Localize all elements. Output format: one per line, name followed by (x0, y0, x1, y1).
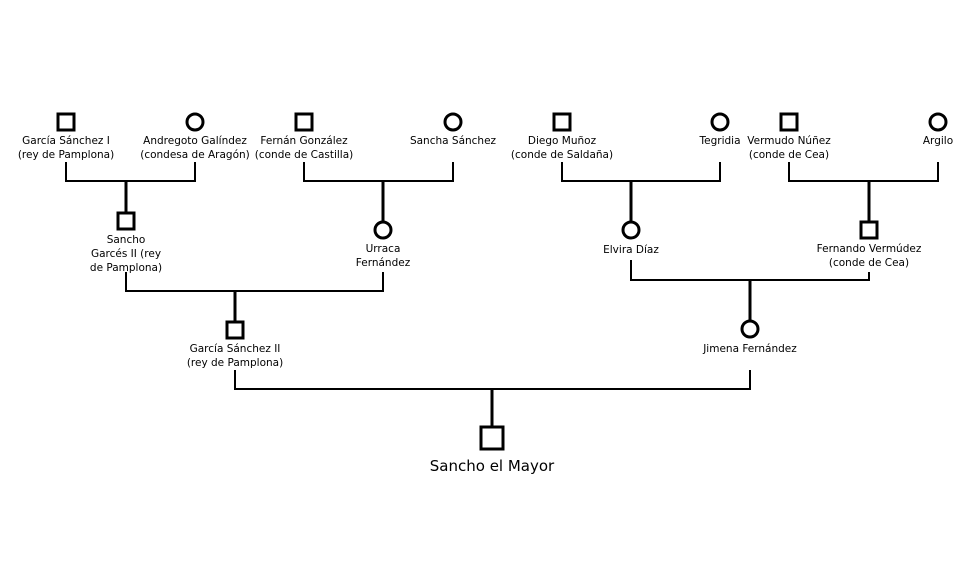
person-label-jimena: Jimena Fernández (703, 343, 797, 355)
person-label-elvira-diaz: Elvira Díaz (603, 244, 659, 256)
female-symbol-argilo (928, 112, 948, 132)
female-symbol-sancha-sanchez (443, 112, 463, 132)
male-symbol-garcia-sanchez-i (56, 112, 76, 132)
person-label-sancho-garces-ii: Sancho Garcés II (rey de Pamplona) (89, 234, 163, 274)
person-label-vermudo-nunez: Vermudo Núñez (conde de Cea) (747, 135, 831, 161)
female-symbol-tegridia (710, 112, 730, 132)
person-label-sancha-sanchez: Sancha Sánchez (409, 135, 497, 147)
person-label-fernan-gonzalez: Fernán González (conde de Castilla) (254, 135, 354, 161)
male-symbol-garcia-sanchez-ii (225, 320, 245, 340)
male-symbol-vermudo-nunez (779, 112, 799, 132)
couple-line-vermudo-argilo (788, 162, 939, 182)
female-symbol-andregoto (185, 112, 205, 132)
couple-line-fernan-sancha (303, 162, 454, 182)
couple-line-diego-tegridia (561, 162, 721, 182)
female-symbol-urraca (373, 220, 393, 240)
person-label-fernando-vermudez: Fernando Vermúdez (conde de Cea) (816, 243, 922, 269)
person-label-argilo: Argilo (922, 135, 954, 147)
female-symbol-jimena (740, 319, 760, 339)
male-symbol-diego-munoz (552, 112, 572, 132)
person-label-diego-munoz: Diego Muñoz (conde de Saldaña) (510, 135, 614, 161)
male-symbol-sancho-el-mayor (479, 425, 505, 451)
connector-lines (65, 162, 939, 427)
female-symbol-elvira-diaz (621, 220, 641, 240)
person-label-sancho-el-mayor: Sancho el Mayor (429, 457, 555, 475)
couple-line-sancho-urraca (125, 272, 384, 292)
male-symbol-sancho-garces-ii (116, 211, 136, 231)
couple-line-garcia-jimena (234, 370, 751, 390)
couple-line-garcia-andregoto (65, 162, 196, 182)
person-label-garcia-sanchez-i: García Sánchez I (rey de Pamplona) (17, 135, 115, 161)
male-symbol-fernan-gonzalez (294, 112, 314, 132)
person-label-garcia-sanchez-ii: García Sánchez II (rey de Pamplona) (186, 343, 284, 369)
person-label-andregoto: Andregoto Galíndez (condesa de Aragón) (140, 135, 250, 161)
male-symbol-fernando-vermudez (859, 220, 879, 240)
person-label-tegridia: Tegridia (699, 135, 741, 147)
person-label-urraca: Urraca Fernández (355, 243, 411, 269)
